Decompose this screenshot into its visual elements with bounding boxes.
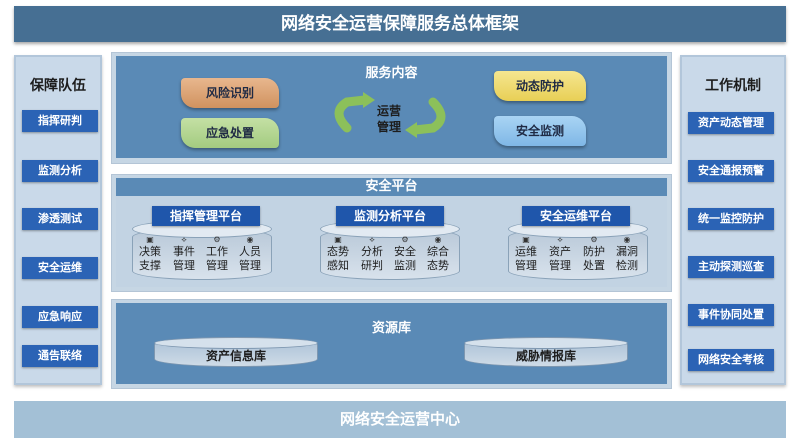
left-item-ops[interactable]: 安全运维 [22,257,98,279]
gear-icon: ⚙ [213,235,221,244]
left-panel-title: 保障队伍 [30,78,86,94]
right-panel-title: 工作机制 [705,78,761,94]
right-item-monitor[interactable]: 统一监控防护 [688,208,774,230]
platform-item[interactable]: ◉漏洞检测 [611,235,643,273]
user-icon: ◉ [434,235,442,244]
right-item-assess[interactable]: 网络安全考核 [688,349,774,371]
command-platform-label[interactable]: 指挥管理平台 [152,206,260,226]
page-title: 网络安全运营保障服务总体框架 [14,6,786,42]
resource-title: 资源库 [371,321,411,336]
asset-db-label: 资产信息库 [205,349,266,363]
platform-item[interactable]: ▣态势感知 [322,235,354,273]
threat-db-label: 威胁情报库 [515,349,576,363]
platform-item[interactable]: ⟡资产管理 [544,235,576,273]
cycle-arrows-icon [334,92,446,138]
asset-db-cylinder[interactable]: 资产信息库 [154,337,318,367]
platform-item[interactable]: ▣决策支撑 [134,235,166,273]
operations-center-bar: 网络安全运营中心 [14,401,786,438]
platform-item[interactable]: ⟡事件管理 [168,235,200,273]
left-item-response[interactable]: 应急响应 [22,306,98,328]
platform-item[interactable]: ⚙安全监测 [389,235,421,273]
right-panel: 工作机制 资产动态管理 安全通报预警 统一监控防护 主动探测巡查 事件协同处置 … [680,55,786,385]
left-panel: 保障队伍 指挥研判 监测分析 渗透测试 安全运维 应急响应 通告联络 [14,55,102,385]
right-item-alert[interactable]: 安全通报预警 [688,160,774,182]
right-item-patrol[interactable]: 主动探测巡查 [688,256,774,278]
platform-item[interactable]: ◉综合态势 [422,235,454,273]
platform-item[interactable]: ⟡分析研判 [356,235,388,273]
left-item-monitor[interactable]: 监测分析 [22,160,98,182]
platform-item[interactable]: ▣运维管理 [510,235,542,273]
arrows-icon: ⟡ [369,235,375,244]
security-monitoring-pill[interactable]: 安全监测 [494,116,586,146]
gear-icon: ⚙ [401,235,409,244]
ops-platform-label[interactable]: 安全运维平台 [522,206,630,226]
platform-title-text: 安全平台 [365,179,418,194]
left-item-command[interactable]: 指挥研判 [22,110,98,132]
platform-item[interactable]: ◉人员管理 [234,235,266,273]
arrows-icon: ⟡ [181,235,187,244]
dynamic-protection-pill[interactable]: 动态防护 [494,71,586,101]
right-item-incident[interactable]: 事件协同处置 [688,304,774,326]
grid-icon: ▣ [522,235,530,244]
ops-management-label: 运营管理 [366,103,412,135]
grid-icon: ▣ [146,235,154,244]
user-icon: ◉ [623,235,631,244]
risk-identification-pill[interactable]: 风险识别 [181,78,279,108]
grid-icon: ▣ [334,235,342,244]
ops-management-text: 运营管理 [376,104,401,134]
service-title: 服务内容 [365,66,418,81]
right-item-asset[interactable]: 资产动态管理 [688,112,774,134]
platform-item[interactable]: ⚙工作管理 [201,235,233,273]
threat-db-cylinder[interactable]: 威胁情报库 [464,337,628,367]
arrows-icon: ⟡ [557,235,563,244]
monitor-platform-label[interactable]: 监测分析平台 [336,206,444,226]
monitor-platform-cylinder [320,220,460,280]
gear-icon: ⚙ [590,235,598,244]
user-icon: ◉ [246,235,254,244]
emergency-handling-pill[interactable]: 应急处置 [181,118,279,148]
platform-title: 安全平台 [116,178,667,196]
left-item-contact[interactable]: 通告联络 [22,345,98,367]
platform-item[interactable]: ⚙防护处置 [578,235,610,273]
left-item-pentest[interactable]: 渗透测试 [22,208,98,230]
